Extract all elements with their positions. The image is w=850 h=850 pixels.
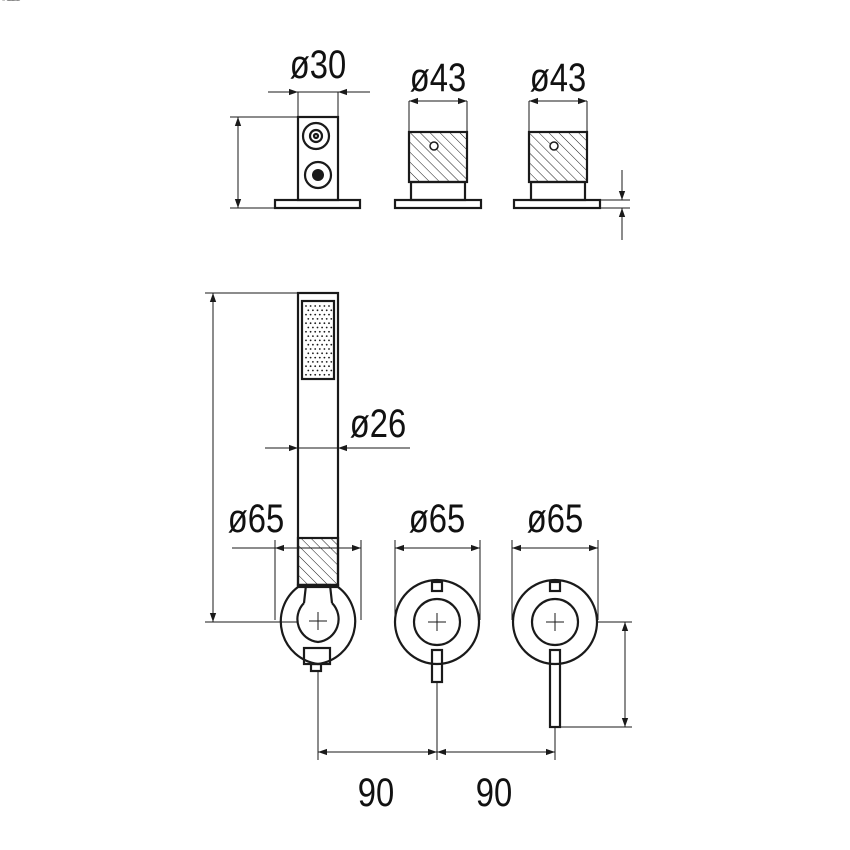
- dim-height-70: 70: [0, 0, 298, 209]
- rosette-mixer-1: [393, 578, 481, 684]
- side-view-mixer-2: [512, 130, 602, 210]
- label-dia-65-b: ø65: [409, 496, 466, 541]
- label-length-249: 249: [0, 0, 27, 9]
- label-spacing-90-b: 90: [476, 770, 512, 815]
- label-dia-26: ø26: [350, 401, 407, 446]
- label-spacing-90-a: 90: [358, 770, 394, 815]
- side-view-mixer-1: [393, 130, 483, 210]
- label-lever-80: 80: [0, 0, 18, 9]
- dim-diameter-26: ø26: [265, 401, 410, 452]
- dim-diameter-30: ø30: [268, 42, 370, 117]
- rosette-shower-outlet: [279, 583, 357, 673]
- label-dia-30: ø30: [290, 42, 347, 87]
- dim-thickness-4-5: 4.5: [0, 0, 630, 240]
- shower-nozzle-dots: [305, 305, 333, 376]
- dim-spacing-90: 90 90: [317, 671, 556, 815]
- dim-length-249: 249: [0, 0, 298, 623]
- dim-diameter-65-a: ø65: [228, 496, 362, 620]
- label-dia-43-b: ø43: [530, 55, 587, 100]
- dim-diameter-65-b: ø65: [394, 496, 481, 620]
- label-dia-65-c: ø65: [527, 496, 584, 541]
- label-height-70: 70: [0, 0, 18, 9]
- dim-lever-80: 80: [0, 0, 632, 728]
- hand-shower: [296, 291, 340, 587]
- label-thickness-4-5: 4.5: [0, 0, 23, 9]
- dim-diameter-65-c: ø65: [511, 496, 599, 620]
- dim-diameter-43-b: ø43: [528, 55, 588, 132]
- rosette-mixer-2: [511, 578, 599, 729]
- label-dia-65-a: ø65: [228, 496, 285, 541]
- label-dia-43-a: ø43: [410, 55, 467, 100]
- side-view-shower-holder: [273, 115, 362, 210]
- dim-diameter-43-a: ø43: [408, 55, 468, 132]
